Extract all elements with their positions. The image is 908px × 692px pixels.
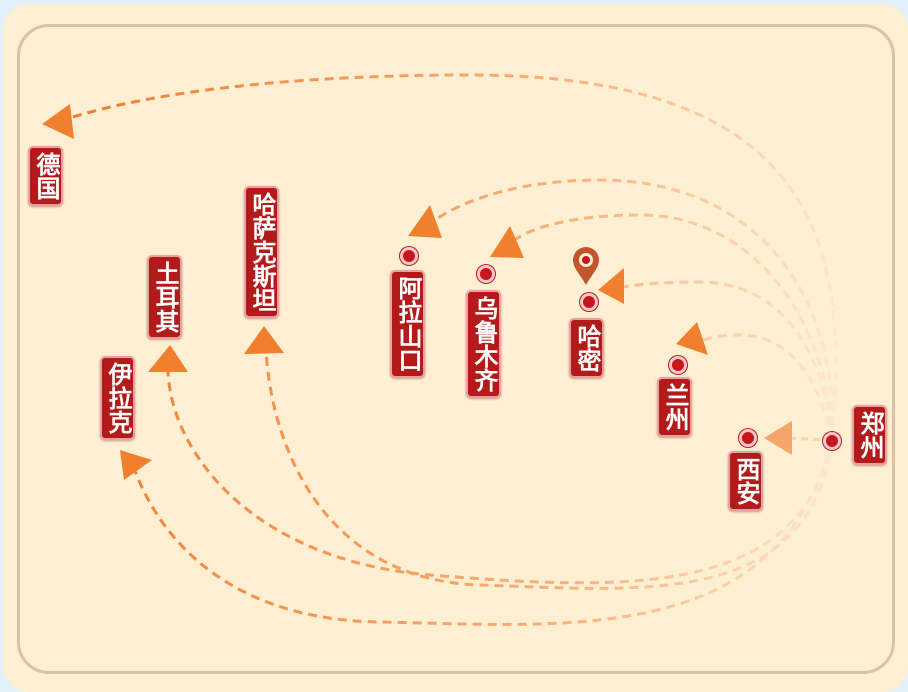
- label-turkey: 土耳其: [147, 255, 182, 339]
- arrow-turkey: [148, 345, 188, 372]
- dot-lanzhou: [669, 356, 687, 374]
- route-iraq: [132, 439, 834, 626]
- route-hami: [619, 280, 834, 441]
- arrow-xian: [764, 421, 792, 455]
- label-hami: 哈密: [569, 318, 604, 378]
- label-kazakhstan: 哈萨克斯坦: [244, 186, 279, 318]
- map-frame: [17, 24, 895, 674]
- arrow-kazakhstan: [244, 326, 284, 354]
- dot-xian: [739, 429, 757, 447]
- arrow-iraq: [120, 450, 152, 480]
- location-pin-icon: [573, 247, 599, 285]
- arrow-hami: [598, 268, 624, 304]
- arrow-alashankou: [408, 205, 442, 238]
- label-alashankou: 阿拉山口: [390, 270, 425, 378]
- dot-hami: [580, 293, 598, 311]
- label-iraq: 伊拉克: [100, 356, 135, 440]
- label-zhengzhou: 郑州: [852, 405, 887, 465]
- arrow-germany: [42, 104, 74, 139]
- dot-urumqi: [477, 265, 495, 283]
- route-alashankou: [427, 178, 835, 441]
- route-germany: [57, 73, 838, 441]
- label-urumqi: 乌鲁木齐: [466, 290, 501, 398]
- arrow-urumqi: [490, 226, 524, 258]
- route-turkey: [166, 369, 834, 585]
- label-lanzhou: 兰州: [657, 377, 692, 437]
- label-xian: 西安: [728, 451, 763, 511]
- dot-zhengzhou: [823, 432, 841, 450]
- dot-alashankou: [400, 247, 418, 265]
- route-urumqi: [506, 213, 834, 441]
- label-germany: 德国: [28, 146, 63, 206]
- arrow-lanzhou: [676, 322, 708, 355]
- route-lanzhou: [699, 333, 834, 441]
